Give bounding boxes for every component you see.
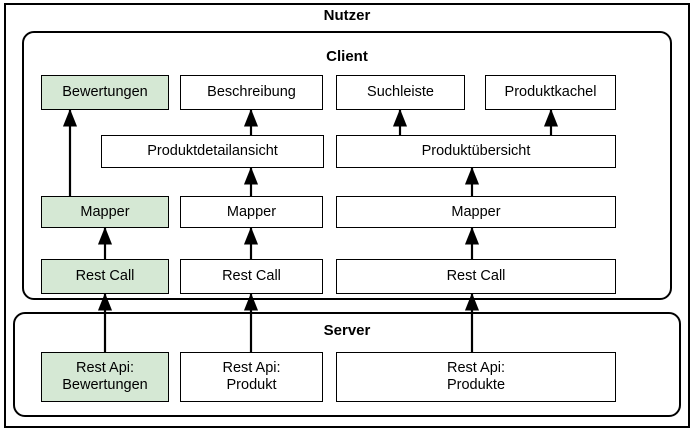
- node-label: Produktkachel: [504, 84, 597, 100]
- outer-title-nutzer: Nutzer: [323, 7, 371, 24]
- node-label: Mapper: [226, 203, 277, 220]
- node-bewertungen[interactable]: Bewertungen: [41, 75, 169, 110]
- node-produktdetailansicht[interactable]: Produktdetailansicht: [101, 135, 324, 168]
- node-label: Beschreibung: [207, 84, 296, 100]
- group-client: [22, 31, 672, 300]
- node-produktuebersicht[interactable]: Produktübersicht: [336, 135, 616, 168]
- node-label: Rest Call: [75, 268, 135, 284]
- node-label: Rest Api:: [446, 360, 506, 376]
- outer-frame-nutzer: [4, 3, 690, 428]
- node-produktkachel[interactable]: Produktkachel: [485, 75, 616, 110]
- node-mapper-3[interactable]: Mapper: [336, 196, 616, 228]
- node-label-line2: Produkt: [226, 377, 277, 393]
- node-rest-api-produkt[interactable]: Rest Api: Produkt: [180, 352, 323, 402]
- node-label: Produktübersicht: [421, 143, 531, 159]
- node-beschreibung[interactable]: Beschreibung: [180, 75, 323, 110]
- node-suchleiste[interactable]: Suchleiste: [336, 75, 465, 110]
- node-label: Rest Api:: [222, 360, 281, 376]
- node-rest-api-produkte[interactable]: Rest Api: Produkte: [336, 352, 616, 402]
- node-label: Rest Call: [222, 268, 281, 284]
- node-label-line2: Produkte: [446, 377, 506, 393]
- node-label: Mapper: [80, 203, 130, 220]
- node-label-line2: Bewertungen: [62, 377, 148, 393]
- node-rest-call-3[interactable]: Rest Call: [336, 259, 616, 294]
- node-label: Suchleiste: [367, 84, 434, 100]
- node-label: Mapper: [451, 203, 501, 220]
- node-rest-api-bewertungen[interactable]: Rest Api: Bewertungen: [41, 352, 169, 402]
- node-label: Produktdetailansicht: [147, 143, 278, 159]
- group-server: [13, 312, 681, 417]
- node-label: Bewertungen: [62, 84, 148, 100]
- group-title-server: Server: [323, 322, 371, 339]
- node-label: Rest Api:: [75, 360, 135, 376]
- node-mapper-1[interactable]: Mapper: [41, 196, 169, 228]
- group-title-client: Client: [326, 48, 368, 65]
- node-rest-call-1[interactable]: Rest Call: [41, 259, 169, 294]
- node-mapper-2[interactable]: Mapper: [180, 196, 323, 228]
- node-rest-call-2[interactable]: Rest Call: [180, 259, 323, 294]
- node-label: Rest Call: [446, 268, 506, 284]
